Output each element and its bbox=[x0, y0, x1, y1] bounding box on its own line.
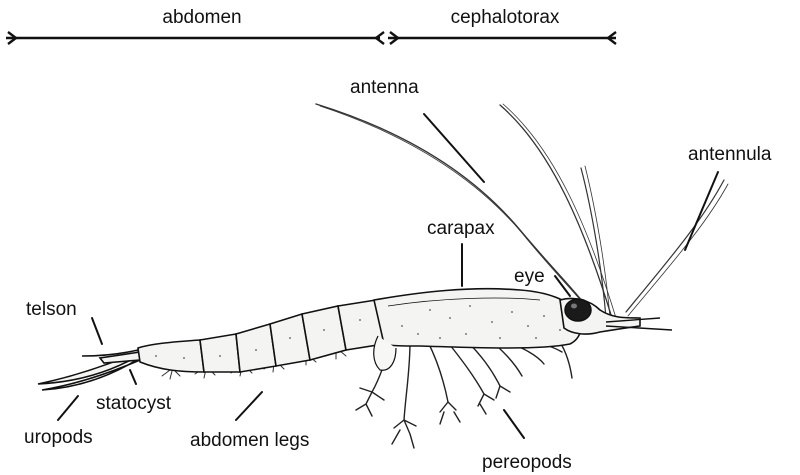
label-telson: telson bbox=[26, 299, 77, 320]
label-statocyst: statocyst bbox=[96, 393, 172, 414]
label-antennula: antennula bbox=[688, 144, 772, 165]
label-carapax: carapax bbox=[427, 218, 495, 239]
label-uropods: uropods bbox=[24, 427, 93, 448]
label-eye: eye bbox=[514, 266, 545, 287]
eye-drawing bbox=[565, 299, 591, 321]
cephalotorax-section-label: cephalotorax bbox=[451, 7, 560, 28]
label-pereopods: pereopods bbox=[482, 452, 572, 473]
cephalotorax-bracket bbox=[388, 32, 616, 44]
leader-lines bbox=[58, 114, 718, 438]
carapax-drawing bbox=[374, 289, 581, 348]
abdomen-section-label: abdomen bbox=[162, 7, 241, 28]
abdomen-bracket bbox=[6, 32, 384, 44]
label-antenna: antenna bbox=[350, 77, 419, 98]
label-abdomen-legs: abdomen legs bbox=[190, 430, 309, 451]
antennae bbox=[316, 104, 728, 322]
